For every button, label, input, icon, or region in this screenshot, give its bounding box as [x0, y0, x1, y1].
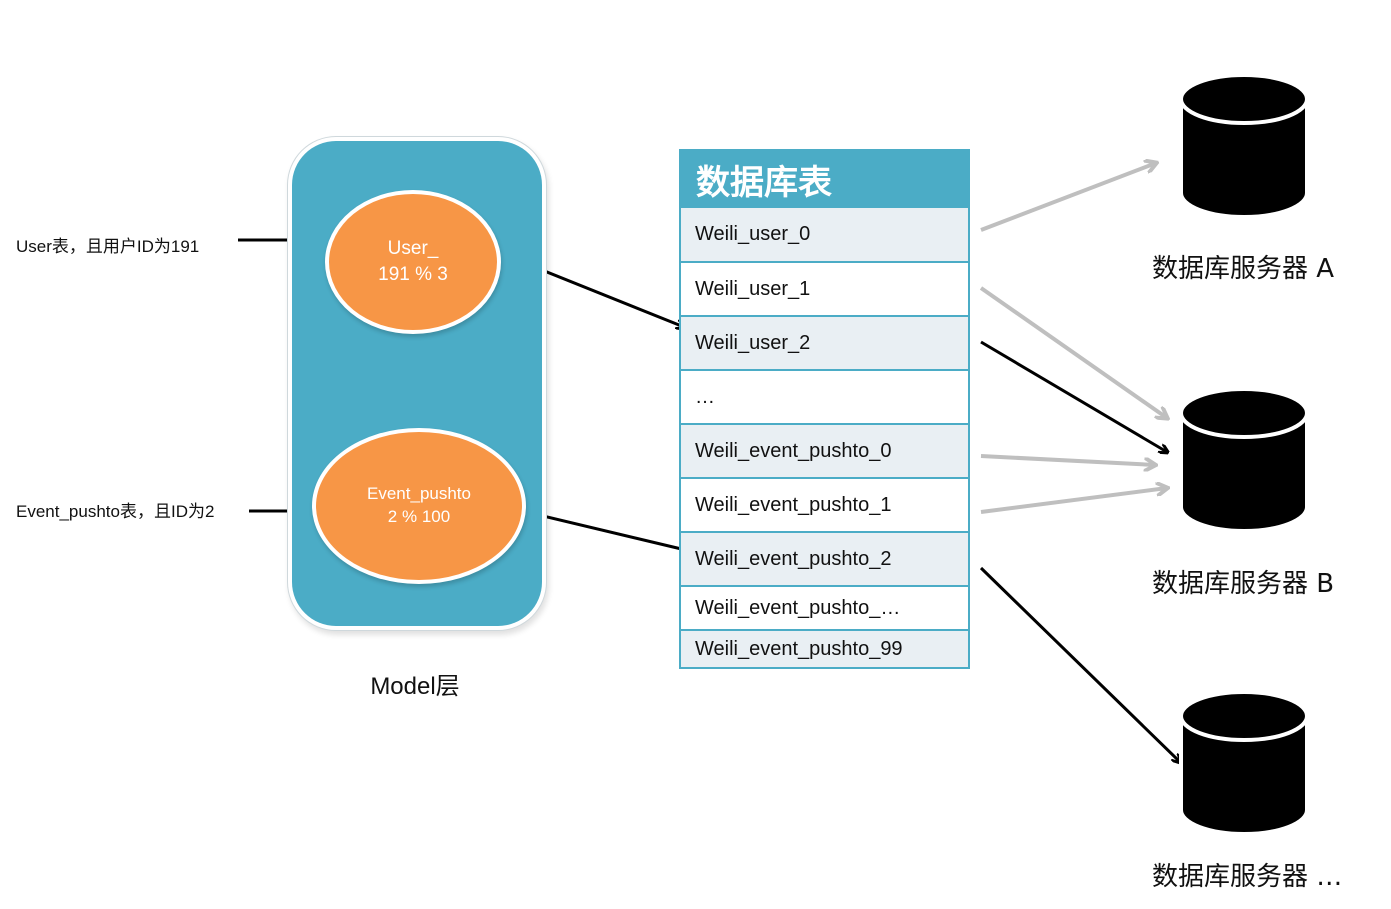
database-table-title: 数据库表: [681, 151, 968, 208]
table-row: Weili_event_pushto_2: [681, 531, 968, 585]
table-row: Weili_event_pushto_1: [681, 477, 968, 531]
table-row: Weili_event_pushto_99: [681, 629, 968, 667]
database-table-list: 数据库表 Weili_user_0 Weili_user_1 Weili_use…: [679, 149, 970, 669]
table-row: Weili_user_2: [681, 315, 968, 369]
table-row: …: [681, 369, 968, 423]
user0-to-server-a-arrow: [980, 163, 1156, 232]
server-label: 数据库服务器 B: [1152, 569, 1335, 599]
event-node-name: Event_pushto: [367, 484, 471, 504]
database-server-icon: [1179, 387, 1309, 533]
user-node-name: User_: [387, 238, 439, 260]
server-label: 数据库服务器 A: [1152, 254, 1335, 284]
user1-to-server-b-arrow: [979, 286, 1167, 418]
table-row: Weili_user_1: [681, 261, 968, 315]
event1-to-server-b-arrow: [980, 488, 1167, 514]
table-row: Weili_event_pushto_0: [681, 423, 968, 477]
database-server-icon: [1179, 690, 1309, 836]
event2-to-server-c-arrow: [979, 566, 1180, 762]
user-request-label: User表，且用户ID为191: [16, 237, 200, 256]
user-shard-node: User_ 191 % 3: [325, 190, 501, 334]
table-row: Weili_event_pushto_…: [681, 585, 968, 629]
database-server-icon: [1179, 73, 1309, 219]
table-row: Weili_user_0: [681, 208, 968, 261]
user-node-formula: 191 % 3: [378, 264, 448, 285]
user2-to-server-b-arrow: [980, 340, 1167, 452]
event-node-formula: 2 % 100: [387, 507, 451, 526]
event0-to-server-b-arrow: [980, 454, 1155, 465]
model-layer-caption: Model层: [370, 673, 460, 700]
server-label: 数据库服务器 …: [1152, 862, 1343, 892]
event-shard-node: Event_pushto 2 % 100: [312, 428, 526, 584]
event-request-label: Event_pushto表，且ID为2: [16, 502, 215, 521]
